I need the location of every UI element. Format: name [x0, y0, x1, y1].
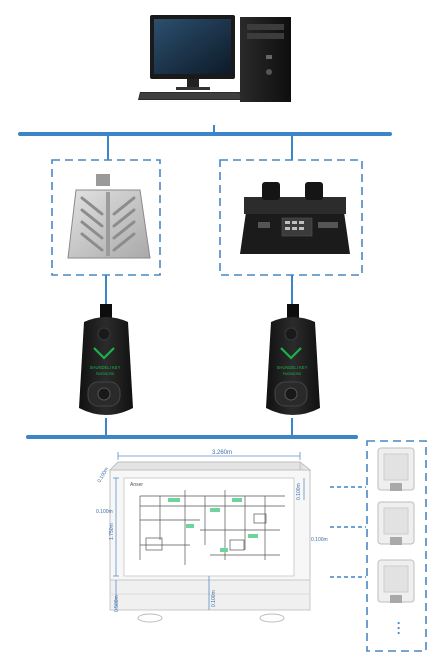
mimic-cabinet: Anser — [96, 450, 328, 623]
dim-base-label: 0.500m — [114, 595, 120, 612]
wireless-module-icon — [67, 174, 151, 259]
schematic-lines — [139, 490, 285, 565]
dim-left-height-label: 1.750m — [109, 523, 115, 540]
dim-bottom-label: 0.100m — [211, 590, 217, 607]
dim-right-mid-label: 0.100m — [311, 537, 328, 543]
locks-frame — [366, 440, 427, 652]
desktop-computer-icon — [138, 15, 291, 102]
dim-left-small-label: 0.100m — [96, 509, 113, 515]
locks-ellipsis: • • • — [394, 622, 403, 635]
padlock-icon — [377, 559, 415, 603]
dim-right-small-label: 0.100m — [296, 483, 302, 500]
handheld-key-left: SHUNDELI KEY PASSWORD — [79, 304, 133, 415]
key-connectors — [105, 275, 293, 304]
handheld-key-right: SHUNDELI KEY PASSWORD — [266, 304, 320, 415]
charger-dock-icon — [240, 182, 350, 254]
handheld-key-icon: SHUNDELI KEY PASSWORD — [266, 304, 320, 415]
mimic-panel — [123, 477, 295, 577]
padlock-icon — [377, 447, 415, 491]
dim-width-label: 3.260m — [212, 450, 232, 456]
padlock-icon — [377, 501, 415, 545]
dim-top-label: 0.100m — [97, 466, 111, 483]
key-sub-text: PASSWORD — [96, 372, 115, 376]
dimension-lines — [113, 452, 305, 610]
schematic-highlights — [168, 498, 258, 552]
handheld-key-icon: SHUNDELI KEY PASSWORD — [79, 304, 133, 415]
lower-bus-line — [26, 418, 358, 439]
lock-connectors — [330, 486, 366, 578]
key-sub-text: PASSWORD — [283, 372, 302, 376]
upper-bus-line — [18, 125, 392, 160]
key-brand-text: SHUNDELI KEY — [277, 365, 308, 370]
key-brand-text: SHUNDELI KEY — [90, 365, 121, 370]
panel-logo-text: Anser — [130, 482, 143, 488]
